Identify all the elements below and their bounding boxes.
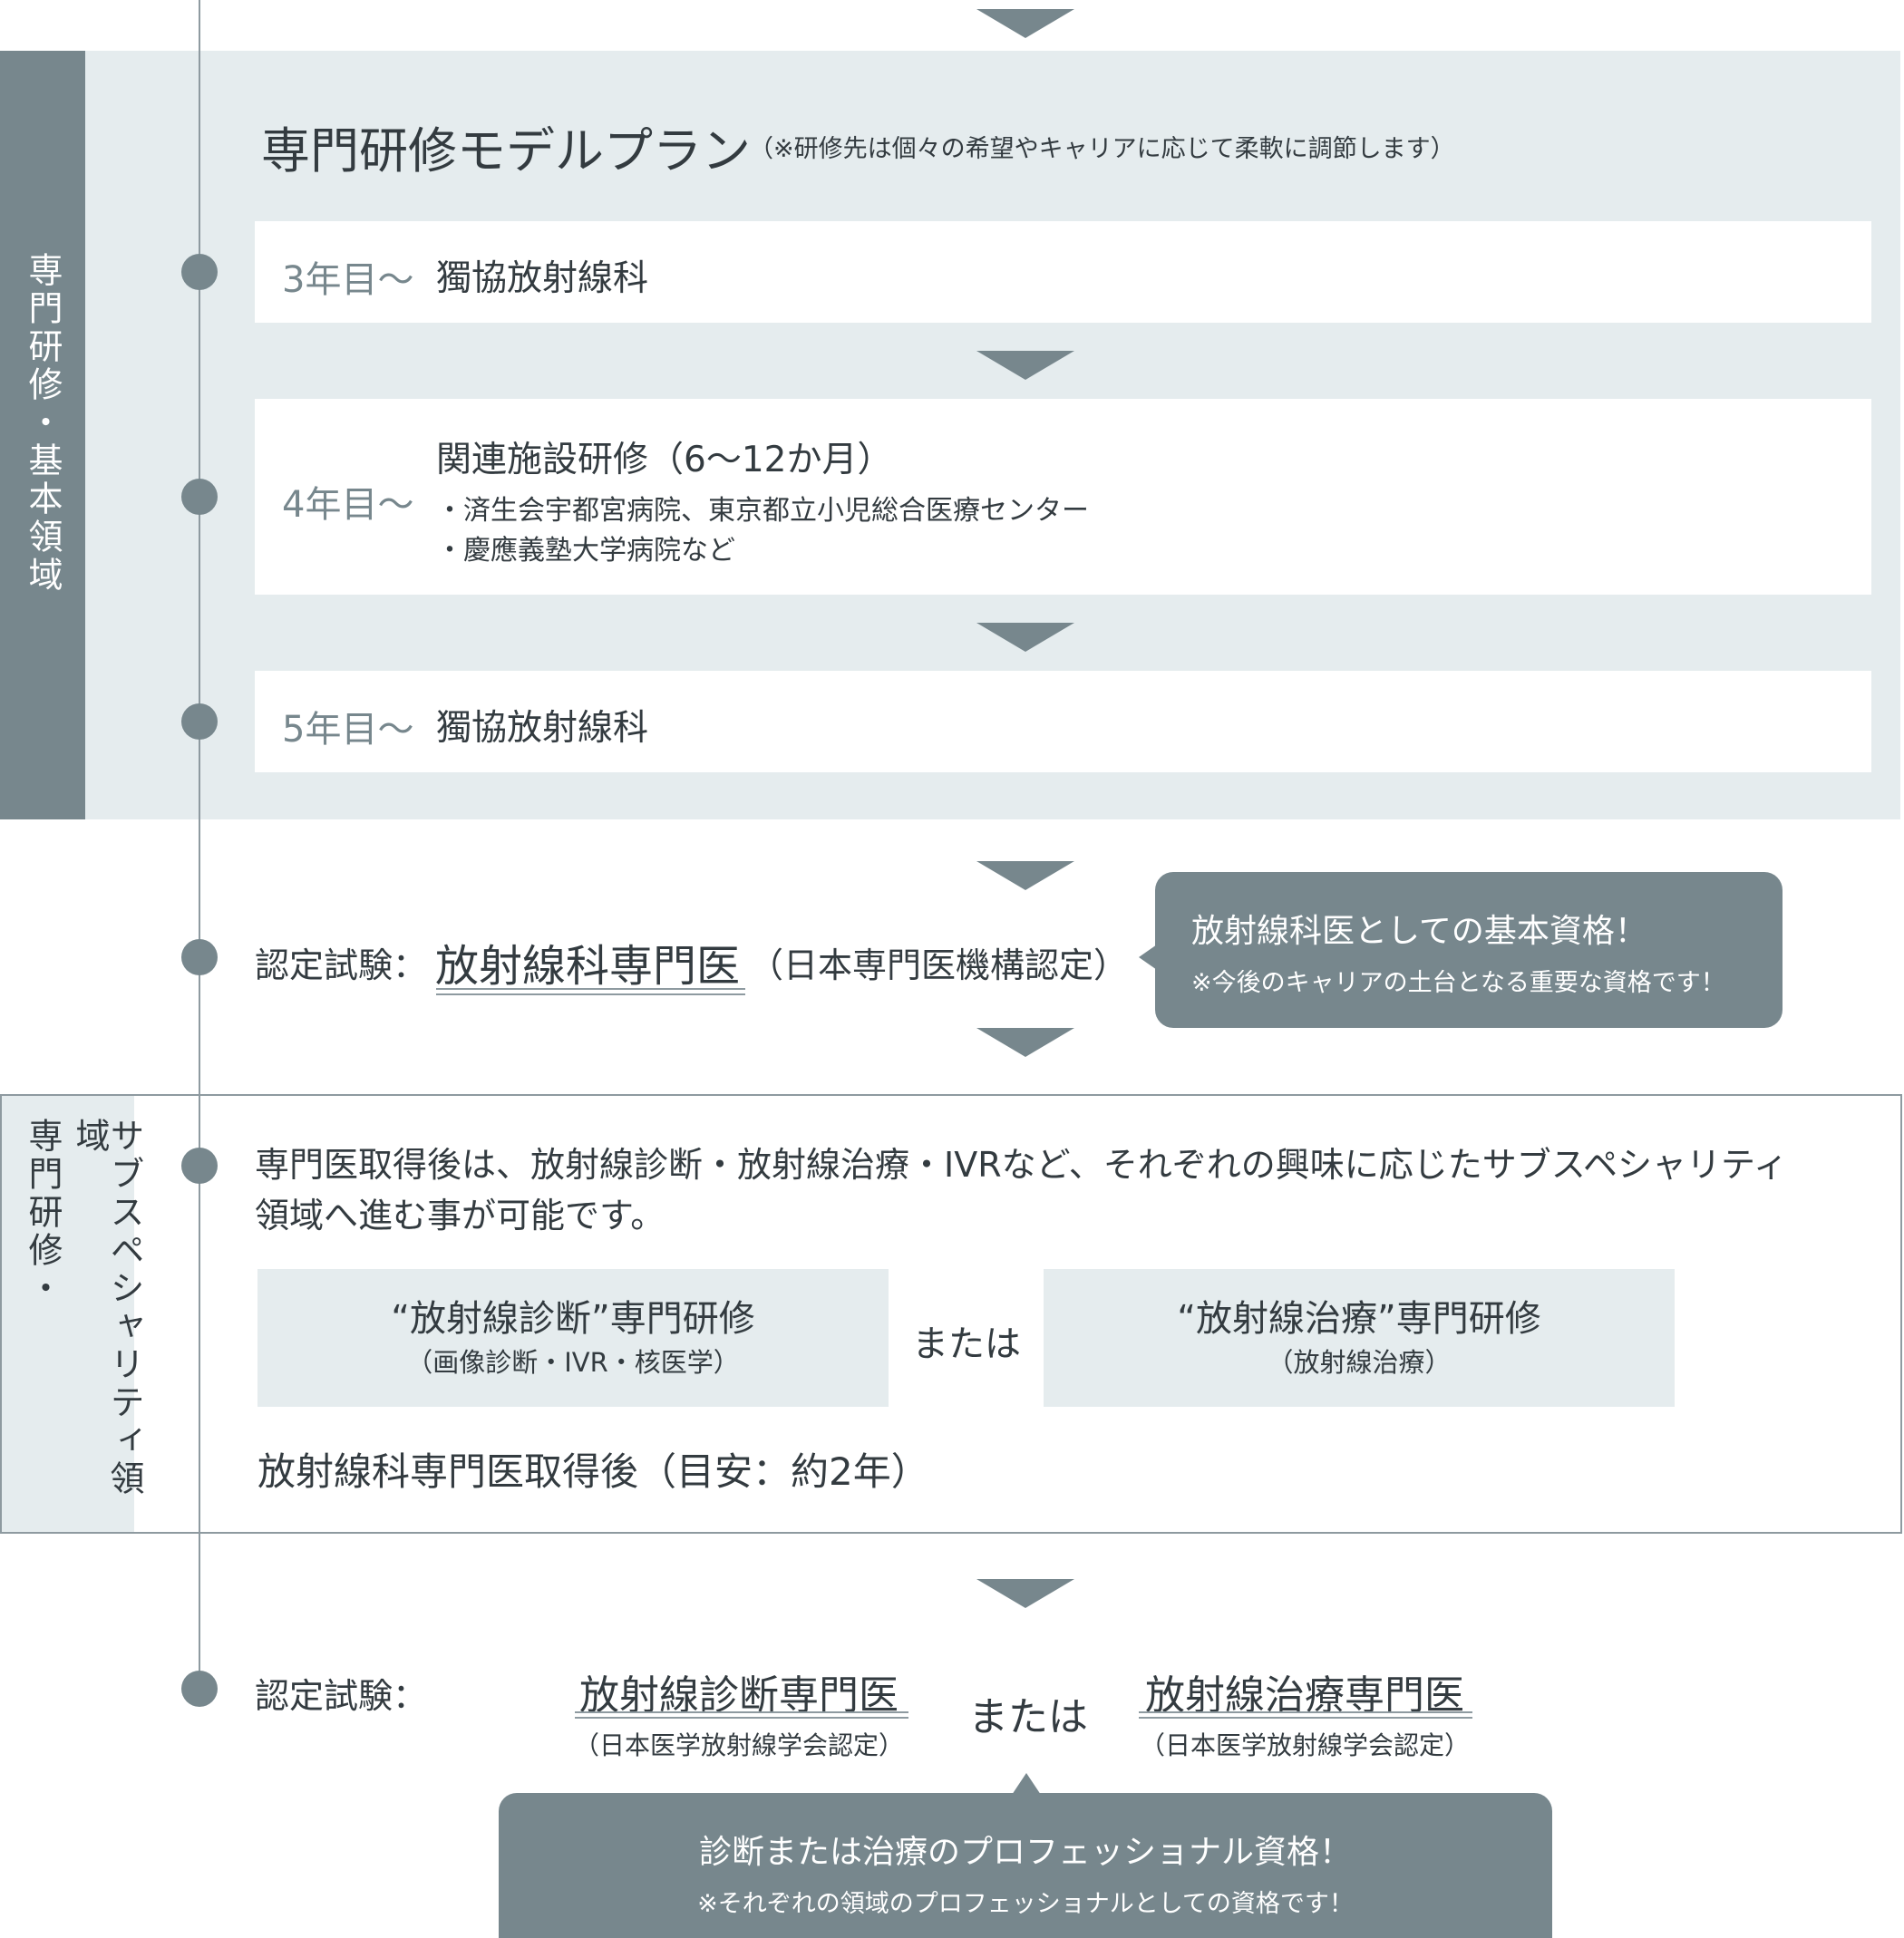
flow-arrow bbox=[976, 1028, 1074, 1057]
option-title: “放射線診断”専門研修 bbox=[391, 1298, 755, 1340]
certification-authority: （日本医学放射線学会認定） bbox=[573, 1730, 904, 1760]
certification-underline bbox=[1139, 1711, 1472, 1719]
step-detail-item: ・済生会宇都宮病院、東京都立小児総合医療センター bbox=[436, 495, 1089, 527]
subspecialty-side-text-2: 専門研修・ bbox=[23, 1118, 63, 1308]
therapy-certification: 放射線治療専門医 bbox=[1110, 1662, 1500, 1720]
certification-authority: （日本医学放射線学会認定） bbox=[1139, 1730, 1470, 1760]
or-label: または bbox=[912, 1323, 1021, 1365]
timeline-dot bbox=[181, 1671, 218, 1707]
callout-note-text: ※それぞれの領域のプロフェッショナルとしての資格です！ bbox=[697, 1890, 1354, 1918]
step-year: 5年目〜 bbox=[282, 709, 414, 751]
certification-underline bbox=[436, 988, 745, 995]
exam-authority: （日本専門医機構認定） bbox=[749, 945, 1129, 985]
timeline-dot bbox=[181, 479, 218, 515]
step-place: 関連施設研修（6〜12か月） bbox=[436, 440, 893, 480]
diagnosis-training-option: “放射線診断”専門研修 （画像診断・IVR・核医学） bbox=[257, 1269, 889, 1407]
certification-name: 放射線診断専門医 bbox=[579, 1672, 899, 1719]
timeline-dot bbox=[181, 1148, 218, 1184]
subspecialty-description-line2: 領域へ進む事が可能です。 bbox=[255, 1196, 665, 1235]
step-detail-item: ・慶應義塾大学病院など bbox=[436, 535, 735, 567]
option-title: “放射線治療”専門研修 bbox=[1177, 1298, 1541, 1340]
exam-certification: 放射線科専門医 bbox=[435, 941, 741, 992]
callout-note-text: ※今後のキャリアの土台となる重要な資格です！ bbox=[1191, 969, 1725, 997]
subspecialty-side-label: サブスペシャリティ領域 専門研修・ bbox=[2, 1096, 144, 1532]
therapy-training-option: “放射線治療”専門研修 （放射線治療） bbox=[1044, 1269, 1675, 1407]
model-plan-note: （※研修先は個々の希望やキャリアに応じて柔軟に調節します） bbox=[749, 135, 1455, 163]
exam-label: 認定試験： bbox=[255, 945, 428, 985]
timeline-dot bbox=[181, 703, 218, 740]
certification-name: 放射線治療専門医 bbox=[1145, 1672, 1464, 1719]
flow-arrow bbox=[976, 861, 1074, 890]
or-label: または bbox=[968, 1694, 1088, 1740]
subspecialty-description-line1: 専門医取得後は、放射線診断・放射線治療・IVRなど、それぞれの興味に応じたサブス… bbox=[255, 1145, 1788, 1185]
option-subtitle: （放射線治療） bbox=[1267, 1347, 1452, 1378]
basic-training-side-text: 専門研修・基本領域 bbox=[23, 252, 63, 595]
step-place: 獨協放射線科 bbox=[436, 708, 649, 749]
timeline-line-overlay bbox=[199, 1094, 200, 1534]
step-card-year5: 5年目〜 獨協放射線科 bbox=[255, 671, 1871, 772]
timeline-dot bbox=[181, 254, 218, 290]
option-subtitle: （画像診断・IVR・核医学） bbox=[406, 1347, 740, 1378]
step-year: 3年目〜 bbox=[282, 259, 414, 301]
timeline-dot bbox=[181, 939, 218, 975]
basic-training-side-label: 専門研修・基本領域 bbox=[0, 51, 85, 819]
professional-qualification-callout: 診断または治療のプロフェッショナル資格！ ※それぞれの領域のプロフェッショナルと… bbox=[499, 1793, 1552, 1938]
therapy-certification-authority-box: （日本医学放射線学会認定） bbox=[1110, 1726, 1500, 1762]
exam-label: 認定試験： bbox=[255, 1676, 428, 1716]
step-card-year3: 3年目〜 獨協放射線科 bbox=[255, 221, 1871, 323]
callout-pointer bbox=[1012, 1773, 1041, 1795]
basic-qualification-callout: 放射線科医としての基本資格！ ※今後のキャリアの土台となる重要な資格です！ bbox=[1155, 872, 1783, 1028]
step-year: 4年目〜 bbox=[282, 484, 414, 526]
step-card-year4: 4年目〜 関連施設研修（6〜12か月） ・済生会宇都宮病院、東京都立小児総合医療… bbox=[255, 399, 1871, 595]
step-place: 獨協放射線科 bbox=[436, 258, 649, 299]
timeline-line bbox=[199, 0, 200, 1690]
callout-main-text: 診断または治療のプロフェッショナル資格！ bbox=[698, 1834, 1352, 1871]
callout-main-text: 放射線科医としての基本資格！ bbox=[1191, 913, 1647, 950]
flow-arrow-top bbox=[976, 9, 1074, 38]
flow-arrow bbox=[976, 1579, 1074, 1608]
subspecialty-period: 放射線科専門医取得後（目安：約2年） bbox=[257, 1449, 929, 1494]
flow-arrow bbox=[976, 351, 1074, 380]
callout-pointer bbox=[1139, 945, 1157, 970]
model-plan-title: 専門研修モデルプラン bbox=[261, 122, 751, 179]
diagnosis-certification: 放射線診断専門医 bbox=[544, 1662, 934, 1720]
diagnosis-certification-authority-box: （日本医学放射線学会認定） bbox=[544, 1726, 934, 1762]
subspecialty-side-text-1: サブスペシャリティ領域 bbox=[70, 1118, 144, 1498]
certification-underline bbox=[575, 1711, 908, 1719]
flow-arrow bbox=[976, 623, 1074, 652]
